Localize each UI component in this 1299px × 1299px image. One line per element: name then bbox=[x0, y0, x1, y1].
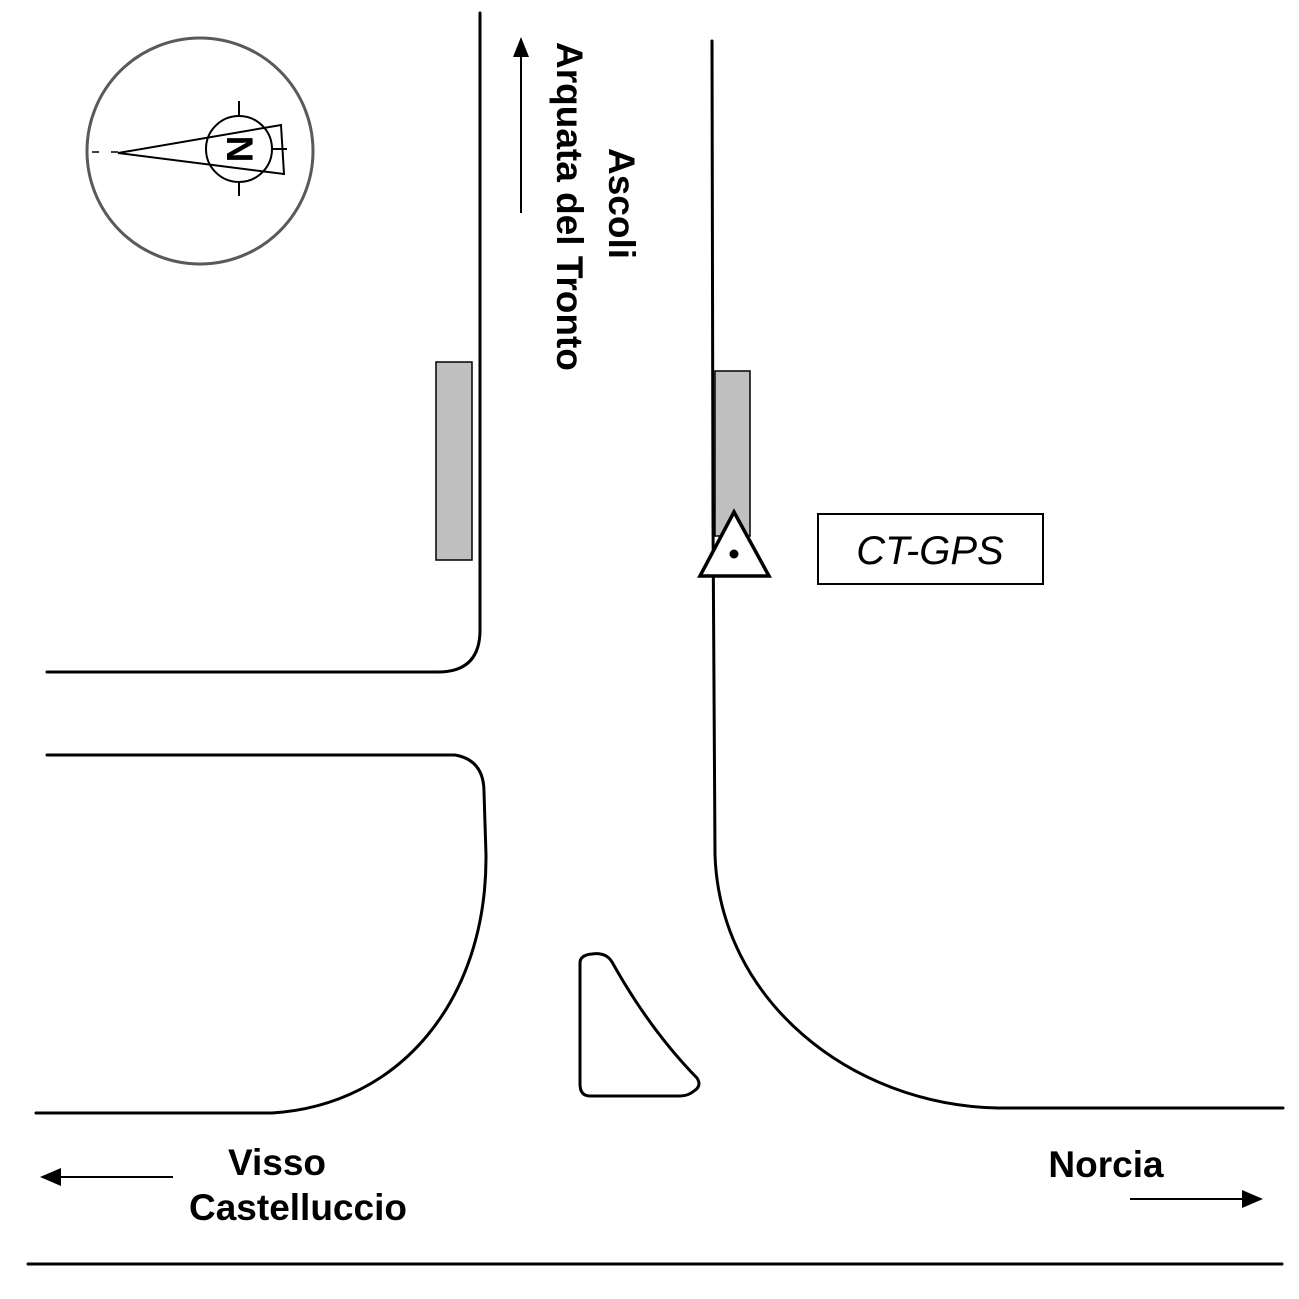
arrow-east-icon bbox=[1130, 1190, 1263, 1208]
destination-east: Norcia bbox=[1048, 1144, 1164, 1185]
compass-ring bbox=[85, 36, 315, 266]
compass-north-letter: N bbox=[219, 136, 260, 163]
road-edge-north-west bbox=[45, 11, 482, 674]
road-edge-west-side-road bbox=[34, 753, 488, 1115]
arrow-north-icon bbox=[513, 37, 529, 213]
destination-north-line2: Arquata del Tronto bbox=[549, 42, 590, 371]
destination-west-line2: Castelluccio bbox=[189, 1187, 407, 1228]
arrow-west-icon bbox=[40, 1168, 173, 1186]
parking-area-west bbox=[435, 361, 473, 561]
parking-area-east bbox=[714, 370, 751, 537]
triangle-marker-icon bbox=[697, 508, 772, 578]
traffic-island bbox=[578, 952, 701, 1098]
station-label: CT-GPS bbox=[856, 529, 1004, 573]
road-edge-north-east bbox=[710, 39, 1285, 1110]
destination-north-line1: Ascoli bbox=[601, 148, 642, 259]
compass-rose-icon: N bbox=[85, 36, 315, 266]
destination-west-line1: Visso bbox=[228, 1142, 326, 1183]
station-label-box bbox=[817, 513, 1044, 585]
road-network bbox=[26, 11, 1285, 1266]
